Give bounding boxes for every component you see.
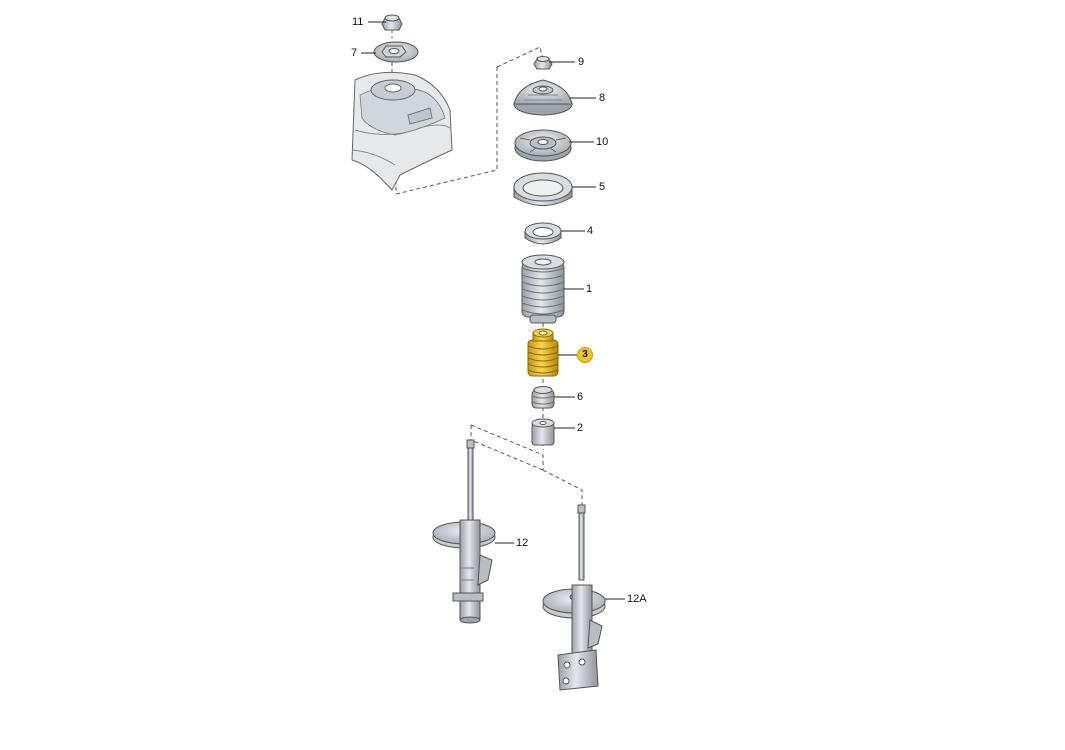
label-part-12A[interactable]: 12A <box>627 593 647 605</box>
part-8-strut-mount[interactable] <box>513 79 573 116</box>
label-part-2[interactable]: 2 <box>577 422 584 434</box>
label-part-8[interactable]: 8 <box>599 92 606 104</box>
label-part-5[interactable]: 5 <box>599 181 606 193</box>
label-part-9[interactable]: 9 <box>578 56 585 68</box>
label-part-6[interactable]: 6 <box>577 391 584 403</box>
part-6-buffer[interactable] <box>531 386 555 409</box>
part-11-nut[interactable] <box>381 14 403 31</box>
leader-lines <box>361 21 625 600</box>
label-part-1[interactable]: 1 <box>586 283 593 295</box>
label-part-11[interactable]: 11 <box>352 16 364 28</box>
label-part-3-highlighted[interactable]: 3 <box>577 347 593 363</box>
label-part-7[interactable]: 7 <box>351 47 358 59</box>
label-part-12[interactable]: 12 <box>516 537 529 549</box>
part-5-bearing-ring[interactable] <box>513 172 573 206</box>
part-10-bearing-plate[interactable] <box>514 129 572 162</box>
label-part-4[interactable]: 4 <box>587 225 594 237</box>
part-1-protective-boot[interactable] <box>521 254 565 324</box>
part-3-bump-stop[interactable] <box>527 328 559 377</box>
part-4-spring-seat[interactable] <box>524 222 562 245</box>
strut-tower-body <box>351 71 453 191</box>
label-part-10[interactable]: 10 <box>596 136 609 148</box>
part-7-mount-plate[interactable] <box>373 41 419 63</box>
part-12A-shock-absorber[interactable] <box>542 504 606 691</box>
part-12-shock-absorber[interactable] <box>432 439 496 624</box>
part-2-protective-cap[interactable] <box>531 418 555 446</box>
part-9-nut[interactable] <box>533 56 553 70</box>
